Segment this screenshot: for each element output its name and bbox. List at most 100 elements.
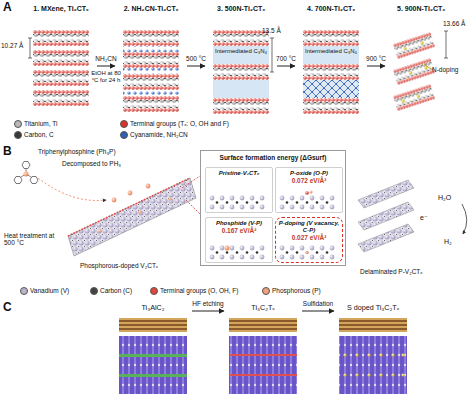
legend-item: Terminal groups (O, OH, F) <box>150 287 238 295</box>
arrow-label: 900 °C <box>365 55 387 62</box>
legend-swatch <box>14 131 22 139</box>
spacing-bracket <box>270 38 274 72</box>
node-title: Phosphide (V-P) <box>208 220 270 227</box>
cyanamide-intercalated-stack <box>123 96 179 112</box>
max-phase <box>119 354 187 357</box>
legend-item: Carbon (C) <box>90 287 132 295</box>
decomposition-path <box>38 178 106 201</box>
mxene-stack <box>33 50 89 66</box>
doping-label: N-doping <box>432 66 458 73</box>
legend-item: Vanadium (V) <box>20 287 69 295</box>
c3n4-stack-500 <box>213 98 269 114</box>
node-title: 2. NH₂CN-Ti₂CTₓ <box>124 4 179 13</box>
cyanamide-intercalated-stack <box>123 52 179 68</box>
p-doped-slab <box>98 229 101 232</box>
precursor-label: Triphenylphosphine (Ph₃P) <box>38 148 116 155</box>
legend-swatch <box>90 287 98 295</box>
legend-swatch <box>20 287 28 295</box>
condition-note: EtOH at 80 °C for 24 h <box>91 70 121 84</box>
node-title: Pristine-V₂CTₓ <box>208 170 270 177</box>
legend-swatch <box>262 287 270 295</box>
legend-text: Carbon, C <box>24 131 54 138</box>
process-note: Decomposed to PH₃ <box>62 160 121 167</box>
legend-item: Titanium, Ti <box>14 120 57 128</box>
mxene-stack <box>33 30 89 106</box>
mxene-lattice <box>229 374 297 376</box>
s-doped-lattice <box>355 373 358 376</box>
p-doped-slab <box>68 178 196 256</box>
legend-item: Terminal groups (Tₓ: O, OH and F) <box>120 120 229 128</box>
species-label: e⁻ <box>420 214 428 222</box>
node-title: P-doping (V vacancy, C-P) <box>278 220 340 234</box>
legend-item: Cyanamide, NH₂CN <box>120 131 188 139</box>
energy-value: 0.167 eV/Å² <box>208 227 270 235</box>
node-title: Ti₃C₂Tₓ <box>251 303 274 312</box>
n-doped-sheets <box>420 41 424 45</box>
process-arrow <box>302 311 334 312</box>
energy-value: 0.072 eV/Å² <box>278 177 340 185</box>
c3n4-stack-700 <box>303 80 359 98</box>
structure-stage: 2. NH₂CN-Ti₂CTₓ <box>116 4 186 114</box>
mxene-lattice <box>229 336 297 394</box>
s-doped-lattice <box>391 353 394 356</box>
node-title: S doped Ti₃C₂Tₓ <box>347 303 399 312</box>
c3n4-stack-700 <box>303 64 359 80</box>
s-doped-lattice <box>401 373 404 376</box>
arrow-label: HF etching <box>191 300 224 307</box>
cyanamide-intercalated-stack <box>123 90 179 96</box>
n-doped-sheets <box>393 84 435 111</box>
legend-swatch <box>14 120 22 128</box>
p-doped-slab <box>68 178 190 236</box>
p-doped-slab <box>138 210 141 213</box>
leader-line <box>424 64 431 69</box>
arrow-label: 700 °C <box>275 55 297 62</box>
surface-models <box>305 251 308 254</box>
surface-models <box>280 196 335 210</box>
s-doped-lattice <box>367 353 370 356</box>
process-arrow <box>367 66 385 67</box>
n-doped-sheets <box>393 58 435 85</box>
max-phase <box>119 374 187 377</box>
process-arrow <box>192 311 224 312</box>
cyanamide-intercalated-stack <box>123 30 179 112</box>
surface-models <box>210 246 265 260</box>
node-title: 3. 500N-Ti₂CTₓ <box>217 4 265 13</box>
surface-model-cell: P-oxide (O-P)0.072 eV/Å² <box>275 167 343 213</box>
spacing-bracket <box>28 38 32 58</box>
n-doped-sheets <box>393 58 435 85</box>
structure-stage: 4. 700N-Ti₂CTₓ <box>296 4 366 114</box>
surface-model-cell: Phosphide (V-P)0.167 eV/Å² <box>205 217 273 263</box>
species-label: H₂ <box>444 238 452 246</box>
node-title: 5. 900N-Ti₂CTₓ <box>397 4 445 13</box>
delaminated-sheets <box>358 180 414 252</box>
legend-text: Phosphorous (P) <box>272 287 321 294</box>
arrow-label: Sulfidation <box>302 300 334 307</box>
c3n4-stack-500 <box>213 64 269 80</box>
c3n4-stack-500 <box>213 30 269 46</box>
process-arrow <box>277 66 295 67</box>
legend-swatch <box>150 287 158 295</box>
triphenylphosphine-molecule <box>24 172 29 177</box>
energy-value: 0.027 eV/Å² <box>278 234 340 242</box>
node-title: Surface formation energy (ΔGsurf) <box>201 151 345 162</box>
c3n4-stack-700 <box>303 30 359 46</box>
surface-model-cell: P-doping (V vacancy, C-P)0.027 eV/Å² <box>275 217 343 263</box>
s-doped-lattice <box>339 318 407 332</box>
legend-text: Vanadium (V) <box>30 287 69 294</box>
s-doped-lattice <box>401 353 404 356</box>
zoom-line <box>182 176 200 214</box>
node-title: Ti₃AlC₂ <box>141 303 164 312</box>
arrow-label: 500 °C <box>185 55 207 62</box>
c3n4-stack-500 <box>213 30 269 114</box>
legend-text: Carbon (C) <box>100 287 132 294</box>
cyanamide-intercalated-stack <box>123 46 179 52</box>
spacing-label: 13.5 Å <box>262 27 281 34</box>
triphenylphosphine-molecule <box>14 162 38 184</box>
max-phase <box>119 336 187 394</box>
c3n4-stack-700 <box>303 46 359 64</box>
s-doped-lattice <box>367 373 370 376</box>
c3n4-stack-700 <box>303 98 359 114</box>
